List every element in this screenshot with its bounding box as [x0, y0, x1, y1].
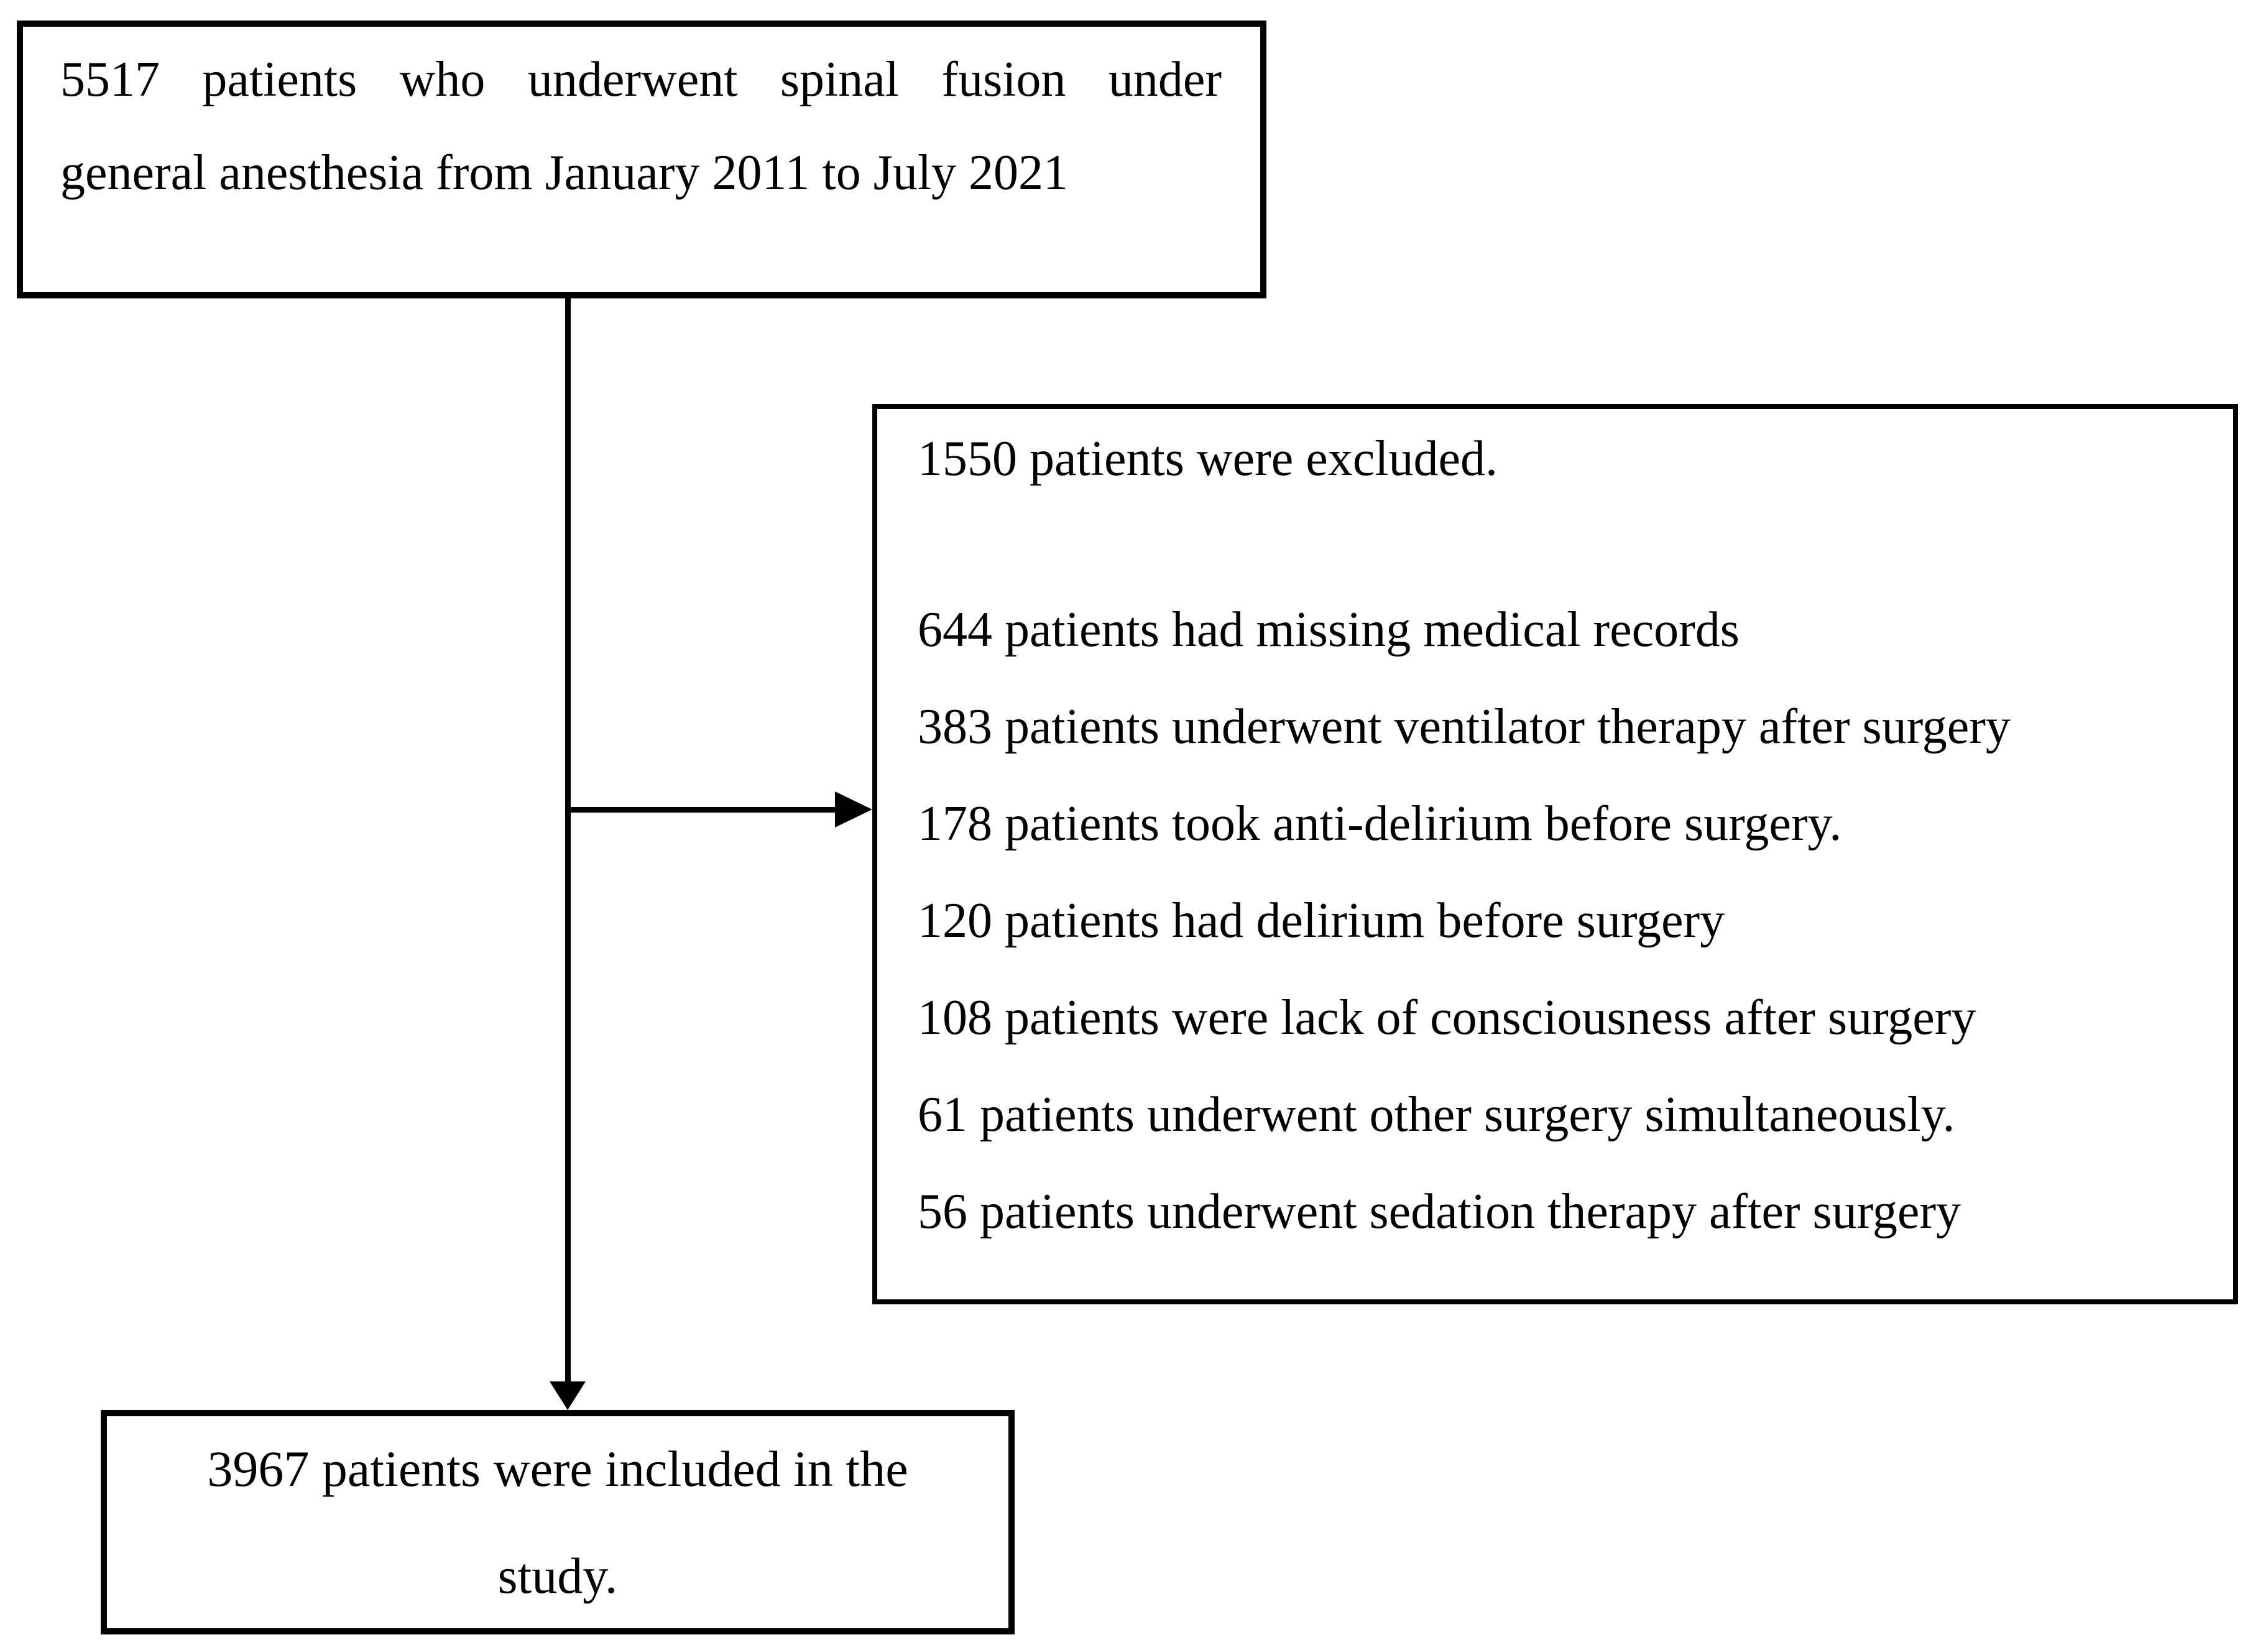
down-arrowhead-icon: [550, 1381, 586, 1410]
exclusion-item-anti-delirium: 178 patients took anti-delirium before s…: [918, 796, 1842, 851]
exclusion-item-other-surgery: 61 patients underwent other surgery simu…: [918, 1087, 1955, 1142]
exclusion-heading: 1550 patients were excluded.: [918, 431, 1498, 486]
exclusion-item-ventilator-therapy: 383 patients underwent ventilator therap…: [918, 699, 2011, 754]
exclusion-item-missing-records: 644 patients had missing medical records: [918, 602, 1740, 657]
exclusion-item-delirium-before-surgery: 120 patients had delirium before surgery: [918, 893, 1725, 948]
exclusion-item-lack-of-consciousness: 108 patients were lack of consciousness …: [918, 990, 1976, 1045]
inclusion-text-line-1: 3967 patients were included in the: [207, 1440, 908, 1497]
exclusion-spacer: [918, 507, 2199, 581]
enrollment-text-line-2: general anesthesia from January 2011 to …: [60, 145, 1069, 200]
horizontal-connector-line: [568, 807, 836, 813]
exclusion-item-sedation-therapy: 56 patients underwent sedation therapy a…: [918, 1184, 1961, 1239]
exclusion-box: 1550 patients were excluded. 644 patient…: [872, 404, 2238, 1304]
right-arrowhead-icon: [835, 791, 872, 827]
inclusion-box: 3967 patients were included in the study…: [101, 1410, 1015, 1634]
enrollment-box: 5517 patients who underwent spinal fusio…: [17, 21, 1266, 298]
enrollment-text-line-1: 5517 patients who underwent spinal fusio…: [60, 52, 1222, 107]
inclusion-text-line-2: study.: [497, 1547, 618, 1604]
vertical-connector-line: [565, 297, 571, 1382]
